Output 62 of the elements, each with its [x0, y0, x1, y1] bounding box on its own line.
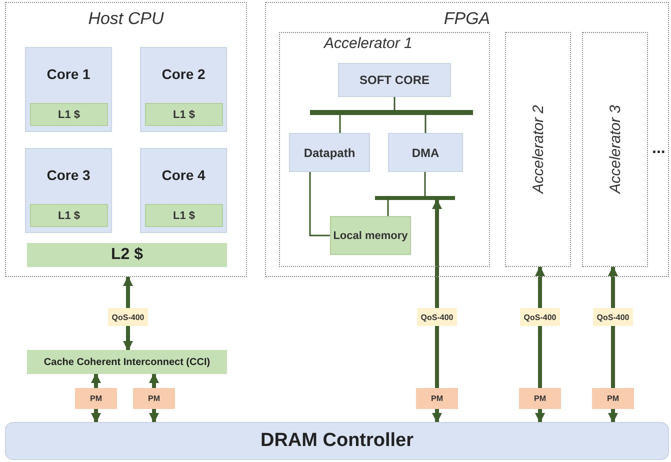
panel-title: Accelerator 3	[606, 105, 624, 194]
dram-controller-bar: DRAM Controller	[5, 422, 669, 460]
core-label: Core 4	[160, 167, 206, 183]
arrow	[149, 373, 159, 388]
qos-box: QoS-400	[520, 308, 560, 326]
host-cpu-panel	[5, 2, 247, 277]
connector-line	[309, 172, 330, 236]
qos-box: QoS-400	[593, 308, 633, 326]
arrow	[123, 276, 133, 308]
core-box	[140, 47, 227, 132]
connector-line	[387, 200, 389, 216]
core-box	[25, 47, 112, 132]
connector-line	[424, 172, 426, 196]
core-label: Core 1	[46, 66, 92, 82]
datapath-box: Datapath	[289, 133, 370, 172]
pm-box: PM	[519, 388, 561, 409]
core-label: Core 2	[160, 66, 206, 82]
core-box	[140, 148, 227, 233]
fpga-panel	[265, 2, 669, 277]
memory-box: Local memory	[330, 216, 411, 255]
interconnect-box: Cache Coherent Interconnect (CCI)	[27, 350, 227, 374]
accelerator-panel	[582, 32, 648, 267]
arrow	[535, 409, 545, 423]
arrow	[91, 373, 101, 388]
connector-line	[435, 326, 439, 388]
connector-line	[611, 326, 615, 388]
accelerator-panel	[279, 32, 490, 267]
pm-box: PM	[592, 388, 634, 409]
panel-title: Accelerator 1	[324, 35, 412, 52]
ellipsis-text: ...	[652, 140, 666, 158]
arrow	[432, 409, 442, 423]
connector-line	[394, 97, 396, 110]
arrow	[91, 409, 101, 423]
pm-box: PM	[416, 388, 458, 409]
dma-box: DMA	[388, 133, 463, 172]
arrow	[432, 199, 442, 308]
pm-box: PM	[133, 388, 175, 409]
arrow	[149, 409, 159, 423]
cache-box: L1 $	[145, 103, 223, 126]
arrow	[535, 266, 545, 308]
arrow	[608, 409, 618, 423]
qos-box: QoS-400	[417, 308, 457, 326]
bus-bar	[375, 196, 455, 200]
panel-title: Accelerator 2	[530, 105, 546, 194]
soft-core-box: SOFT CORE	[338, 63, 451, 97]
core-label: Core 3	[46, 167, 92, 183]
connector-line	[538, 326, 542, 388]
bus-bar	[310, 110, 473, 115]
core-box	[25, 148, 112, 233]
arrow	[123, 326, 133, 351]
cache-box: L1 $	[30, 204, 108, 227]
connector-line	[424, 115, 426, 133]
cache-box: L1 $	[145, 204, 223, 227]
accelerator-panel	[505, 32, 571, 267]
arrow	[608, 266, 618, 308]
connector-line	[339, 115, 341, 133]
qos-box: QoS-400	[108, 308, 148, 326]
pm-box: PM	[75, 388, 117, 409]
panel-title: Host CPU	[88, 9, 164, 29]
cache-box: L2 $	[27, 243, 227, 267]
cache-box: L1 $	[30, 103, 108, 126]
panel-title: FPGA	[444, 9, 490, 29]
